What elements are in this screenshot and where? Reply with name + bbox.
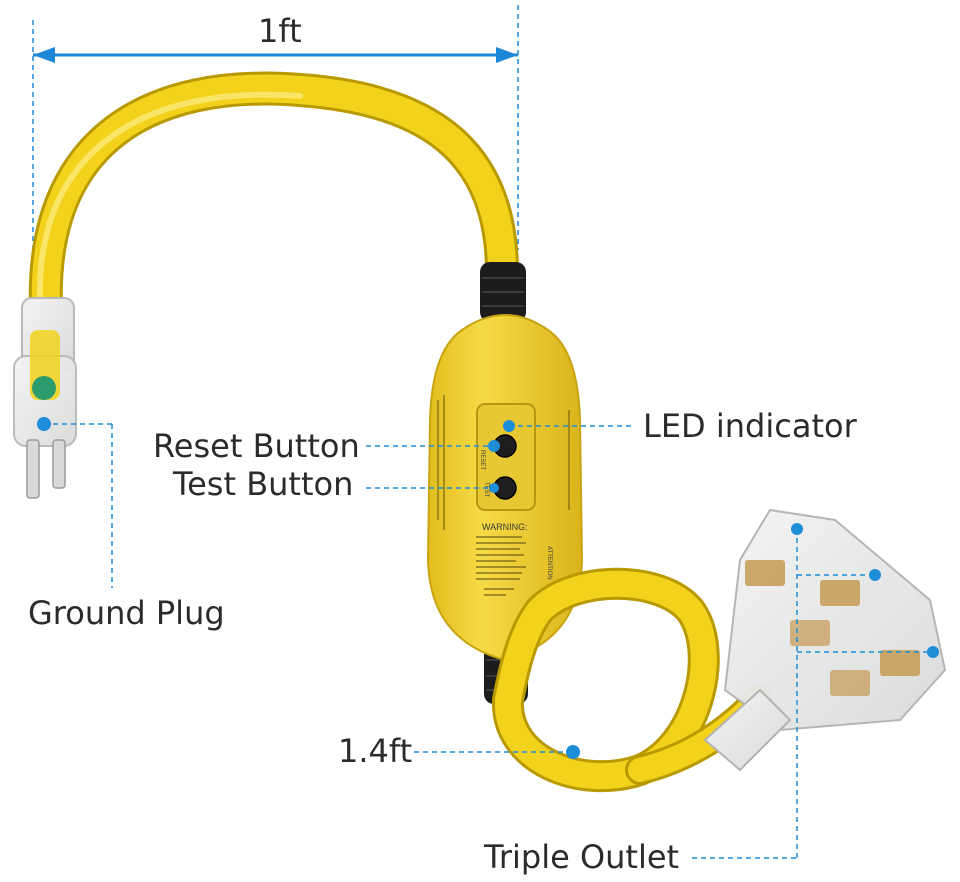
reset-dot [488, 440, 500, 452]
triple-outlet-label: Triple Outlet [484, 838, 680, 876]
test-dot [489, 483, 499, 493]
test-marking: TEST [483, 482, 489, 498]
top-length-label: 1ft [258, 12, 302, 50]
ground-plug [13, 297, 77, 499]
reset-marking: RESET [479, 450, 485, 470]
attention-marking: ATTENTION [546, 546, 552, 580]
dimension-arrow-left [33, 47, 55, 63]
dimension-arrow-right [496, 47, 518, 63]
led-indicator-label: LED indicator [643, 407, 857, 445]
callout-leaders [44, 423, 797, 859]
test-button-label: Test Button [173, 465, 354, 503]
input-cord [28, 71, 519, 325]
top-dimension [32, 5, 519, 300]
cord-length-label: 1.4ft [338, 732, 413, 770]
warning-title: WARNING: [482, 522, 528, 532]
cord-length-dot [566, 745, 580, 759]
reset-button-label: Reset Button [153, 427, 360, 465]
plug-prong-left [26, 439, 40, 499]
triple-outlet [703, 508, 947, 858]
gfci-unit: RESET TEST WARNING: ATTENTION [426, 262, 584, 704]
plug-prong-right [52, 439, 66, 489]
outlet-dot-middle [869, 569, 881, 581]
ground-plug-label: Ground Plug [28, 594, 225, 632]
